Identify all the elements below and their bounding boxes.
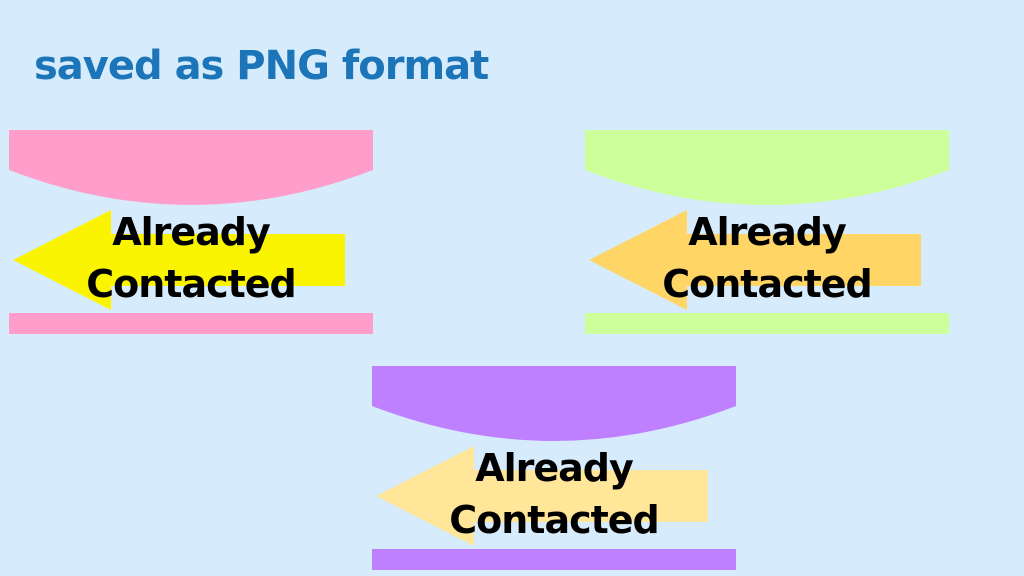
bottom-bar xyxy=(372,549,736,570)
left-arrow-icon xyxy=(589,210,921,310)
bottom-bar xyxy=(585,313,949,334)
top-cap-shape xyxy=(372,366,736,441)
page-title: saved as PNG format xyxy=(34,43,489,89)
top-cap-shape xyxy=(585,130,949,205)
left-arrow-icon xyxy=(13,210,345,310)
stamp-graphic xyxy=(9,130,373,334)
top-cap-shape xyxy=(9,130,373,205)
stamp-label: Already Contacted xyxy=(86,210,297,306)
stamp-label: Already Contacted xyxy=(449,446,660,542)
stamp-card: Already Contacted xyxy=(585,130,949,334)
stamp-card: Already Contacted xyxy=(372,366,736,570)
left-arrow-icon xyxy=(376,446,708,546)
stamp-card: Already Contacted xyxy=(9,130,373,334)
stamp-graphic xyxy=(372,366,736,570)
bottom-bar xyxy=(9,313,373,334)
stamp-graphic xyxy=(585,130,949,334)
stamp-label: Already Contacted xyxy=(662,210,873,306)
